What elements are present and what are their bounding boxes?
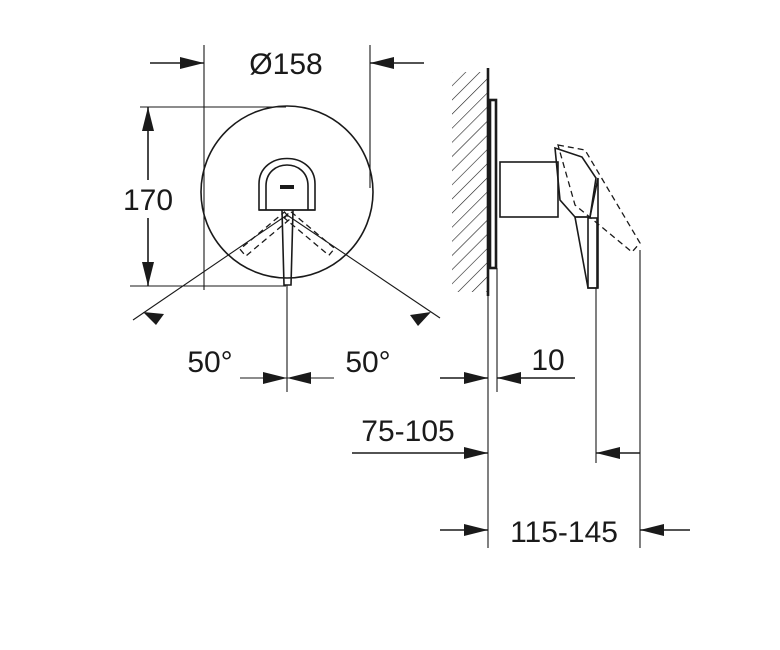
- handle-body: [258, 157, 316, 211]
- height-arrow-top: [142, 107, 154, 131]
- wall-depth-arrow-right: [596, 447, 620, 459]
- side-view: 10 75-105 115-145: [352, 68, 690, 549]
- depth-offset-label: 10: [531, 344, 564, 377]
- angle-ray-right: [286, 214, 441, 319]
- angle-right-label: 50°: [345, 346, 390, 379]
- diameter-label: Ø158: [249, 48, 322, 81]
- diameter-arrow-right: [370, 57, 394, 69]
- wall-hatch: [452, 72, 488, 292]
- escutcheon-plate: [200, 105, 374, 279]
- angle-arrow-left: [143, 312, 164, 325]
- height-arrow-bottom: [142, 262, 154, 286]
- body-side: [499, 161, 559, 218]
- total-depth-label: 115-145: [510, 516, 618, 549]
- front-view: Ø158 170: [123, 45, 441, 392]
- lever-side-base: [574, 177, 599, 289]
- angle-arrow-right: [410, 312, 431, 326]
- handle-body-inner: [265, 164, 309, 210]
- handle-indicator: [280, 185, 294, 189]
- plate-side: [488, 98, 498, 270]
- angle-left-label: 50°: [187, 346, 232, 379]
- diameter-arrow-left: [180, 57, 204, 69]
- wall-depth-arrow: [464, 447, 488, 459]
- angle-ray-left: [132, 214, 288, 321]
- depth-offset-arrow-right: [497, 372, 521, 384]
- lever-side-handle: [587, 217, 598, 289]
- height-label: 170: [123, 184, 173, 217]
- total-depth-arrow-right: [640, 524, 664, 536]
- depth-offset-arrow-left: [464, 372, 488, 384]
- total-depth-arrow-left: [464, 524, 488, 536]
- lever-side-ghost: [557, 144, 641, 253]
- wall-depth-label: 75-105: [361, 415, 454, 448]
